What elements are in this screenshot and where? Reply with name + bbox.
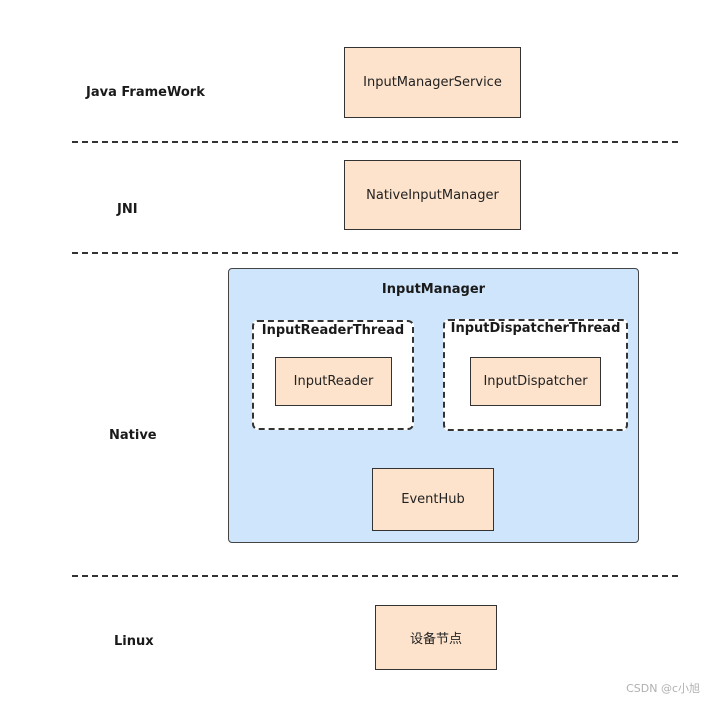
layer-label-native: Native <box>109 428 157 443</box>
layer-divider-native-linux <box>72 575 678 577</box>
layer-label-java-framework: Java FrameWork <box>86 85 205 100</box>
event-hub-box: EventHub <box>372 468 494 531</box>
device-node-box: 设备节点 <box>375 605 497 670</box>
input-manager-title: InputManager <box>381 282 486 297</box>
input-reader-thread-container: InputReaderThread InputReader <box>252 320 414 430</box>
layer-label-jni: JNI <box>117 202 138 217</box>
input-dispatcher-thread-container: InputDispatcherThread InputDispatcher <box>443 319 628 431</box>
layer-label-linux: Linux <box>114 634 154 649</box>
input-manager-service-box: InputManagerService <box>344 47 521 118</box>
input-reader-thread-title: InputReaderThread <box>261 323 405 338</box>
layer-divider-framework-jni <box>72 141 678 143</box>
input-manager-container: InputManager InputReaderThread InputRead… <box>228 268 639 543</box>
layer-divider-jni-native <box>72 252 678 254</box>
native-input-manager-box: NativeInputManager <box>344 160 521 230</box>
input-reader-box: InputReader <box>275 357 392 406</box>
input-dispatcher-box: InputDispatcher <box>470 357 601 406</box>
watermark-text: CSDN @c小旭 <box>626 682 700 695</box>
input-dispatcher-thread-title: InputDispatcherThread <box>450 321 621 336</box>
